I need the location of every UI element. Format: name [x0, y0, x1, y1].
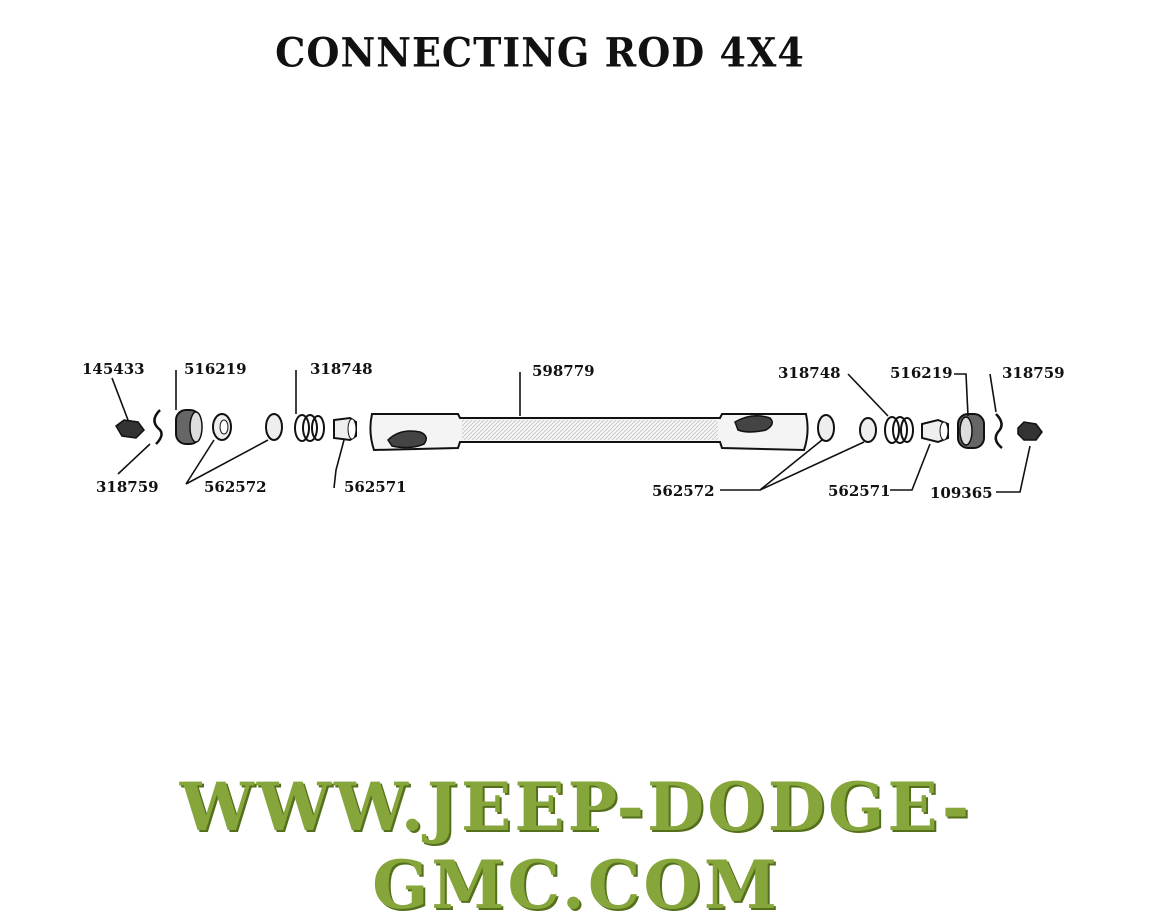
part-label-spring-right: 318748: [778, 364, 841, 382]
nut-right-part: [1017, 421, 1043, 441]
spring-left-part: [294, 414, 325, 442]
part-label-seat-right: 562572: [652, 482, 715, 500]
part-label-cotter-right: 318759: [1002, 364, 1065, 382]
connecting-rod-tube: [369, 413, 809, 452]
part-label-ball-seat-left: 562571: [344, 478, 407, 496]
seat-right-part: [817, 414, 835, 442]
plug-right-part: [957, 413, 985, 449]
part-label-rod: 598779: [532, 362, 595, 380]
leader-lines: [111, 370, 1031, 493]
plug-left-part: [175, 409, 203, 445]
part-label-plug-left: 516219: [184, 360, 247, 378]
cotter-right-part: [994, 413, 1003, 449]
part-label-nut-right: 109365: [930, 484, 993, 502]
part-label-nut-left: 145433: [82, 360, 145, 378]
connecting-rod-diagram: 145433 318759 516219 562572 318748 56257…: [82, 360, 1065, 502]
seat-left-part: [212, 413, 232, 441]
diagram-title: CONNECTING ROD 4X4: [275, 28, 805, 77]
part-label-cotter-left: 318759: [96, 478, 159, 496]
seat-right-part-2: [859, 417, 877, 443]
spring-right-part: [884, 416, 914, 444]
nut-left-part: [115, 419, 145, 439]
website-footer: WWW.JEEP-DODGE-GMC.COM: [179, 768, 973, 924]
ball-seat-left-part: [333, 416, 357, 442]
part-label-ball-seat-right: 562571: [828, 482, 891, 500]
part-label-spring-left: 318748: [310, 360, 373, 378]
seat-left-part-2: [265, 413, 283, 441]
ball-seat-right-part: [921, 418, 949, 444]
cotter-left-part: [153, 409, 163, 445]
part-label-seat-left: 562572: [204, 478, 267, 496]
part-label-plug-right: 516219: [890, 364, 953, 382]
